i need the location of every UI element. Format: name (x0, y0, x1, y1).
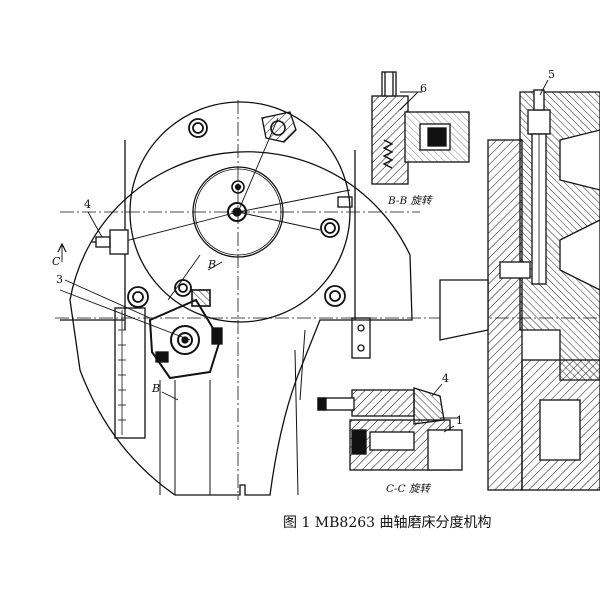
outer-disc-outline (69, 151, 413, 496)
scale-block (114, 307, 146, 439)
section-label-cc: C-C 旋转 (386, 483, 431, 495)
callout-5: 5 (548, 68, 555, 81)
figure-caption: 图 1 MB8263 曲轴磨床分度机构 (283, 515, 492, 531)
callout-4-bottom: 4 (442, 372, 449, 385)
callout-4-left: 4 (84, 198, 91, 211)
callout-labels: 4 C 3 B B 6 5 4 1 B-B 旋转 C-C 旋转 (52, 68, 555, 495)
bolt-holes (127, 118, 346, 308)
section-bb (371, 71, 470, 185)
callout-b-lower: B (151, 382, 160, 395)
lower-body-lines (159, 329, 306, 496)
bb-spring (382, 139, 394, 169)
callout-1: 1 (456, 414, 463, 427)
callout-c-arrow: C (52, 255, 61, 268)
leader-lines (57, 79, 549, 433)
top-notch-block (261, 111, 297, 143)
construction-lines (59, 117, 351, 341)
callout-b-upper: B (207, 258, 216, 271)
left-locating-pin (92, 229, 129, 255)
indexing-head (148, 289, 223, 380)
section-cc (317, 387, 463, 471)
section-label-bb: B-B 旋转 (387, 195, 433, 207)
main-view (55, 100, 600, 500)
callout-3: 3 (56, 273, 63, 286)
side-section (439, 89, 600, 491)
callout-6: 6 (420, 82, 427, 95)
